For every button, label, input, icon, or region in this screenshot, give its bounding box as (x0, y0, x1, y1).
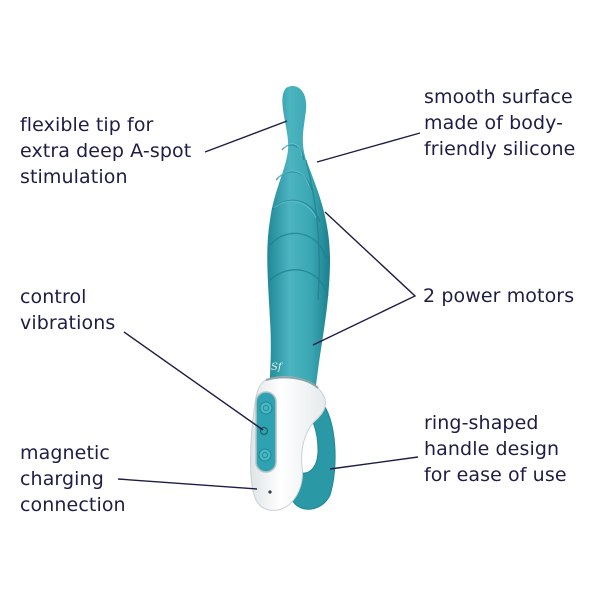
plus-button-icon (259, 401, 273, 415)
leader-line-smooth-surface (316, 132, 421, 163)
callout-power-motors: 2 power motors (423, 283, 574, 309)
callout-line: extra deep A-spot (20, 140, 192, 162)
callout-line: charging (20, 468, 104, 490)
callout-line: 2 power motors (423, 285, 575, 307)
callout-line: smooth surface (424, 86, 573, 108)
leader-lines (117, 120, 421, 490)
callout-smooth-surface: smooth surface made of body- friendly si… (424, 84, 575, 162)
callout-line: vibrations (20, 312, 116, 334)
leader-line-charging (117, 478, 258, 490)
minus-button-icon (258, 448, 272, 462)
callout-line: made of body- (424, 112, 564, 134)
callout-line: handle design (424, 438, 560, 460)
callout-line: connection (20, 494, 126, 516)
callout-line: stimulation (20, 166, 128, 188)
callout-line: ring-shaped (424, 412, 539, 434)
power-button-icon (259, 426, 269, 436)
callout-line: friendly silicone (424, 138, 576, 160)
callout-flexible-tip: flexible tip for extra deep A-spot stimu… (20, 112, 191, 190)
callout-magnetic-charging: magnetic charging connection (20, 440, 126, 518)
leader-line-control (123, 331, 264, 431)
callout-ring-handle: ring-shaped handle design for ease of us… (424, 410, 567, 488)
charging-port-icon (268, 490, 272, 494)
callout-line: flexible tip for (20, 114, 154, 136)
brand-logo: Sf (271, 362, 284, 373)
leader-line-handle (329, 456, 419, 470)
callout-line: magnetic (20, 442, 110, 464)
leader-line-power-motors (312, 211, 417, 346)
device-body-icon (267, 86, 330, 403)
callout-control-vibrations: control vibrations (20, 284, 115, 336)
callout-line: for ease of use (424, 464, 567, 486)
callout-line: control (20, 286, 87, 308)
leader-line-flexible-tip (204, 120, 288, 153)
